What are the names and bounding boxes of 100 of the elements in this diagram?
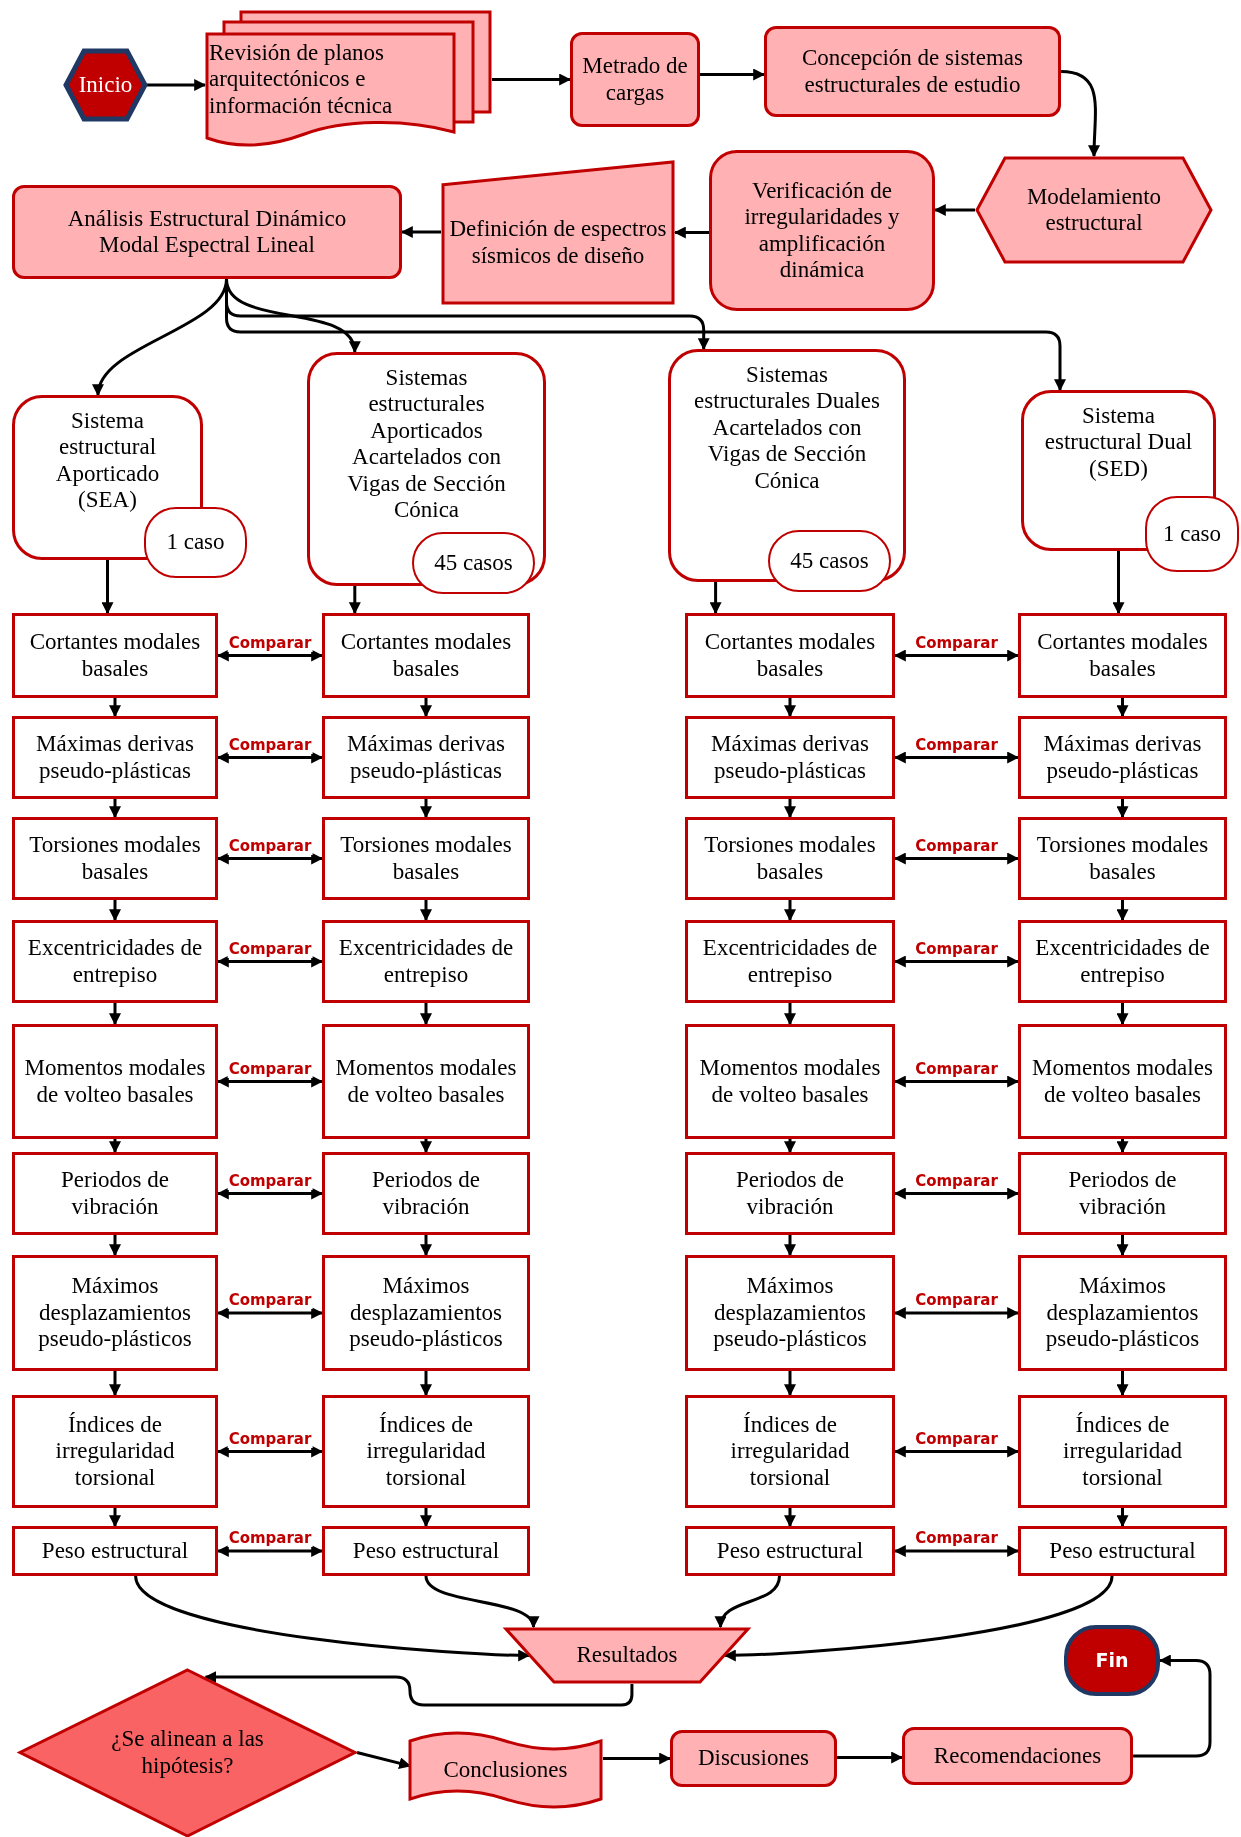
metric-box xyxy=(685,613,895,698)
arrow xyxy=(101,560,114,615)
process-box xyxy=(670,1730,837,1787)
node-label: Metrado de cargas xyxy=(581,53,689,106)
arrow xyxy=(784,1139,796,1154)
node-label: Verificación de irregularidades y amplificación dinámica xyxy=(743,177,901,284)
arrow xyxy=(893,1307,1020,1319)
process-box xyxy=(570,32,700,127)
node-label: Análisis Estructural Dinámico Modal Espectral Lineal xyxy=(66,205,348,259)
arrow xyxy=(1116,1139,1129,1154)
arrow xyxy=(109,900,121,922)
arrow xyxy=(1060,70,1101,158)
arrow xyxy=(784,1235,796,1257)
metric-box xyxy=(12,1024,218,1139)
arrow xyxy=(216,1545,324,1557)
edge-label: Comparar xyxy=(227,1059,313,1078)
case-count-bubble xyxy=(412,532,535,594)
arrow xyxy=(893,1187,1020,1200)
edge-label: Comparar xyxy=(914,836,999,855)
node-label: Índices de irregularidad torsional xyxy=(365,1411,487,1492)
node-label: Periodos de vibración xyxy=(60,1167,170,1220)
edge-label: Comparar xyxy=(914,939,999,958)
arrow xyxy=(216,649,324,662)
edge-label: Comparar xyxy=(227,1529,313,1547)
node-label: Sistema estructural Aporticado (SEA) xyxy=(54,408,161,514)
node-label: Torsiones modales basales xyxy=(28,832,202,885)
arrow xyxy=(784,1003,796,1026)
node-label: 45 casos xyxy=(790,547,869,575)
arrow xyxy=(1116,799,1129,819)
metric-box xyxy=(12,920,218,1003)
arrow xyxy=(1116,698,1129,718)
arrow xyxy=(109,799,121,819)
system-box xyxy=(668,349,906,582)
metric-box xyxy=(1018,613,1227,698)
node-label: Periodos de vibración xyxy=(735,1167,845,1220)
metric-box xyxy=(1018,716,1227,799)
arrow xyxy=(716,1575,781,1629)
arrow xyxy=(1116,900,1129,922)
metric-box xyxy=(12,716,218,799)
node-label: Momentos modales de volteo basales xyxy=(334,1055,518,1108)
node-label: Torsiones modales basales xyxy=(703,832,877,885)
trapezoid-box xyxy=(504,1627,750,1684)
metric-box xyxy=(12,613,218,698)
node-label: Peso estructural xyxy=(352,1537,500,1565)
arrow xyxy=(420,698,432,718)
arrow xyxy=(109,1003,121,1026)
metric-box xyxy=(1018,1024,1227,1139)
arrow xyxy=(420,1003,432,1026)
node-label: Conclusiones xyxy=(443,1756,568,1784)
arrow xyxy=(784,799,796,819)
node-label: Revisión de planos arquitectónicos e información técnica xyxy=(209,40,394,120)
edge-label: Comparar xyxy=(227,633,313,652)
arrow xyxy=(216,1187,324,1200)
metric-box xyxy=(1018,920,1227,1003)
arrow xyxy=(420,900,432,922)
node-label: Momentos modales de volteo basales xyxy=(698,1055,882,1108)
metric-box xyxy=(322,1255,530,1371)
arrow xyxy=(1116,1235,1129,1257)
wavy-document-shape xyxy=(408,1729,603,1811)
metric-box xyxy=(685,1526,895,1576)
node-label: 45 casos xyxy=(434,549,513,577)
node-label: 1 caso xyxy=(1162,520,1222,548)
arrow xyxy=(134,1575,531,1662)
node-label: Excentricidades de entrepiso xyxy=(26,935,204,988)
node-label: Excentricidades de entrepiso xyxy=(1034,935,1211,988)
arrow xyxy=(1133,1654,1212,1758)
node-label: Periodos de vibración xyxy=(1067,1167,1178,1220)
start-hexagon xyxy=(64,49,147,121)
node-label: Modelamiento estructural xyxy=(1025,183,1163,237)
node-label: Discusiones xyxy=(697,1745,810,1772)
arrow xyxy=(893,955,1020,968)
edge-label: Comparar xyxy=(227,1291,313,1309)
node-label: Recomendaciones xyxy=(933,1742,1102,1770)
manual-input-shape xyxy=(441,160,675,305)
metric-box xyxy=(1018,1395,1227,1508)
node-label: Índices de irregularidad torsional xyxy=(54,1411,176,1492)
arrow xyxy=(216,852,324,865)
process-box xyxy=(12,185,402,279)
node-label: Torsiones modales basales xyxy=(339,832,513,885)
arrow xyxy=(1116,1508,1129,1528)
case-count-bubble xyxy=(768,530,891,592)
arrow xyxy=(723,1575,1114,1662)
arrow xyxy=(893,649,1020,662)
metric-box xyxy=(322,613,530,698)
node-label: Excentricidades de entrepiso xyxy=(337,935,515,988)
arrow xyxy=(420,1235,432,1257)
node-label: Momentos modales de volteo basales xyxy=(1031,1055,1214,1108)
edge-label: Comparar xyxy=(227,1429,313,1448)
node-label: Índices de irregularidad torsional xyxy=(1062,1411,1183,1492)
process-box xyxy=(764,26,1061,117)
metric-box xyxy=(12,1152,218,1235)
node-label: Sistemas estructurales Aporticados Acartelados con Vigas de Sección Cónica xyxy=(346,365,507,524)
node-label: Cortantes modales basales xyxy=(339,629,513,682)
node-label: Índices de irregularidad torsional xyxy=(729,1411,851,1492)
node-label: Sistema estructural Dual (SED) xyxy=(1043,403,1194,483)
node-label: Máximas derivas pseudo-plásticas xyxy=(346,731,506,784)
arrow xyxy=(893,1545,1020,1557)
metric-box xyxy=(322,1024,530,1139)
arrow xyxy=(837,1751,904,1764)
metric-box xyxy=(685,1395,895,1508)
